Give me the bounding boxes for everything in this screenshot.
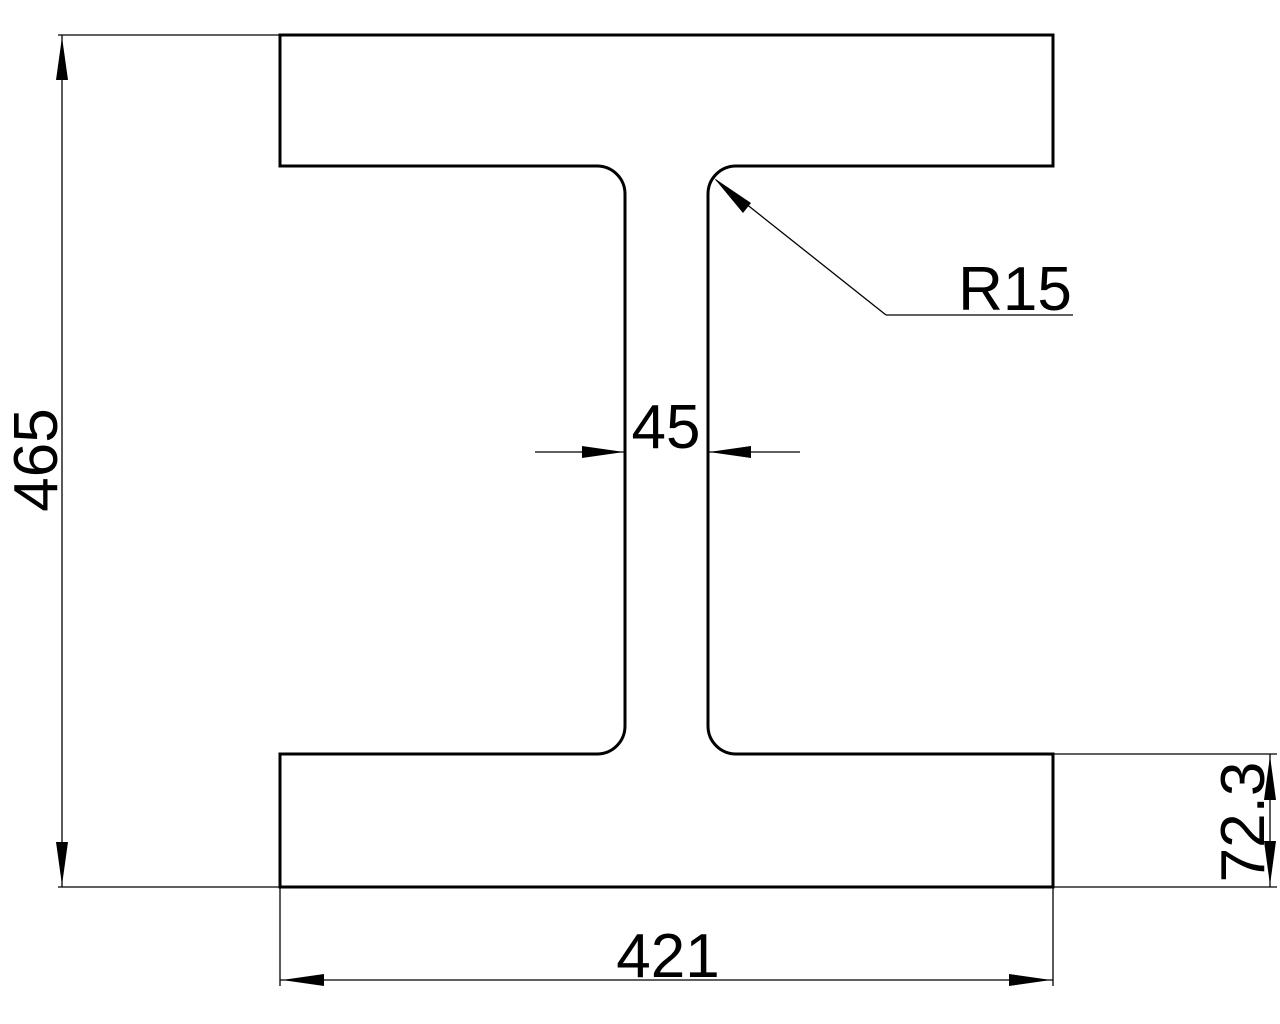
arrow-icon [1264,841,1276,885]
width-dimension: 421 [279,887,1054,991]
arrow-icon [56,37,68,80]
width-label: 421 [616,922,719,991]
height-dimension: 465 [2,34,280,888]
web-thickness-label: 45 [632,393,701,462]
flange-thickness-dimension: 72.3 [1053,753,1278,888]
arrow-icon [1264,756,1276,800]
fillet-radius-label: R15 [958,255,1072,324]
arrow-icon [1009,974,1051,986]
arrow-icon [282,974,324,986]
height-label: 465 [2,408,71,511]
arrow-icon [709,446,751,458]
arrow-icon [714,178,751,213]
web-thickness-dimension: 45 [535,393,800,462]
flange-thickness-label: 72.3 [1209,762,1278,883]
arrow-icon [56,842,68,885]
fillet-radius-leader: R15 [714,178,1073,324]
arrow-icon [582,446,624,458]
